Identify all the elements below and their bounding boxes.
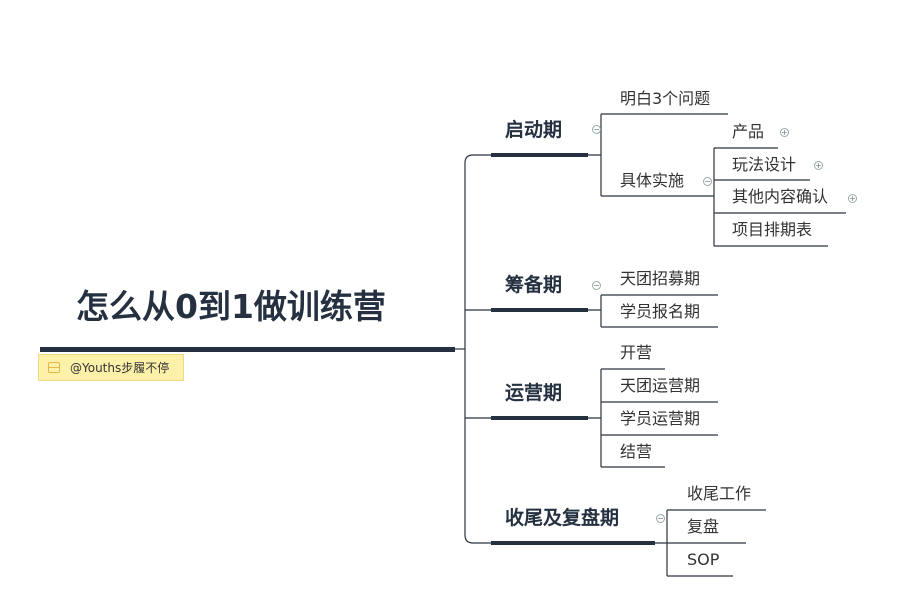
- note-text: @Youths步履不停: [70, 361, 170, 375]
- topic[interactable]: 天团招募期: [620, 269, 701, 288]
- topic[interactable]: 开营: [620, 343, 653, 362]
- collapse-icon[interactable]: −: [656, 514, 665, 523]
- topic[interactable]: 产品: [732, 122, 765, 141]
- topic[interactable]: 复盘: [687, 517, 720, 536]
- topic[interactable]: SOP: [687, 550, 720, 569]
- note-icon: [48, 362, 60, 373]
- topic[interactable]: 学员报名期: [620, 302, 701, 321]
- expand-icon[interactable]: +: [780, 128, 789, 137]
- collapse-icon[interactable]: −: [592, 125, 601, 134]
- topic[interactable]: 玩法设计: [732, 155, 797, 174]
- topic[interactable]: 具体实施: [620, 171, 685, 190]
- branch-wrapup[interactable]: 收尾及复盘期: [505, 507, 620, 529]
- topic[interactable]: 收尾工作: [687, 484, 752, 503]
- topic[interactable]: 项目排期表: [732, 220, 813, 239]
- topic[interactable]: 明白3个问题: [620, 89, 711, 108]
- root-topic[interactable]: 怎么从0到1做训练营: [76, 287, 386, 326]
- expand-icon[interactable]: +: [848, 194, 857, 203]
- note-label: @Youths步履不停: [38, 354, 184, 381]
- topic[interactable]: 天团运营期: [620, 376, 701, 395]
- topic[interactable]: 其他内容确认: [732, 187, 829, 206]
- branch-operation[interactable]: 运营期: [505, 382, 563, 404]
- topic[interactable]: 结营: [620, 442, 653, 461]
- branch-startup[interactable]: 启动期: [505, 119, 563, 141]
- branch-prep[interactable]: 筹备期: [505, 274, 563, 296]
- expand-icon[interactable]: +: [814, 161, 823, 170]
- collapse-icon[interactable]: −: [703, 177, 712, 186]
- topic[interactable]: 学员运营期: [620, 409, 701, 428]
- collapse-icon[interactable]: −: [592, 281, 601, 290]
